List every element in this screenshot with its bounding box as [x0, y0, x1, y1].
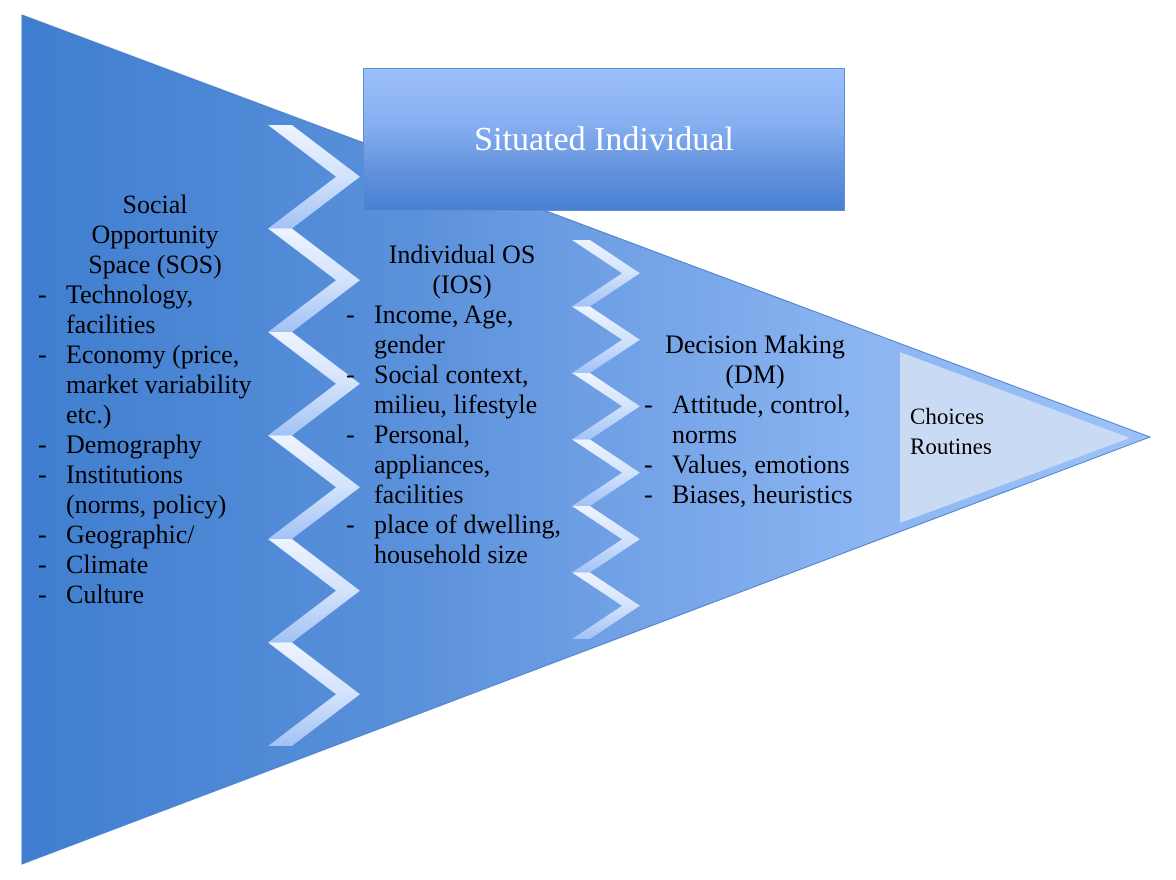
sos-heading-line: Social	[122, 190, 188, 219]
chevron-shape	[572, 506, 640, 573]
sos-heading: Social Opportunity Space (SOS)	[24, 190, 286, 280]
chevron-shape	[572, 240, 640, 307]
sos-item-geographic: Geographic/	[24, 520, 294, 550]
ios-item-personal: Personal,appliances,facilities	[332, 420, 592, 510]
dm-heading-line: (DM)	[725, 360, 785, 389]
dm-heading: Decision Making (DM)	[630, 330, 880, 390]
chevron-shape	[268, 228, 360, 332]
ios-item-income: Income, Age,gender	[332, 300, 592, 360]
dm-item-biases: Biases, heuristics	[630, 480, 900, 510]
ios-heading-line: Individual OS	[388, 240, 536, 269]
sos-column: Social Opportunity Space (SOS) Technolog…	[24, 190, 294, 610]
outcome-text: Choices Routines	[910, 402, 992, 462]
situated-individual-label: Situated Individual	[474, 120, 734, 158]
sos-item-culture: Culture	[24, 580, 294, 610]
sos-heading-line: Space (SOS)	[88, 250, 222, 279]
outcome-triangle	[900, 352, 1130, 523]
sos-item-institutions: Institutions(norms, policy)	[24, 460, 294, 520]
outcome-choices: Choices	[910, 404, 985, 429]
chevron-shape	[268, 642, 360, 746]
chevron-shape	[268, 539, 360, 643]
zigzag-divider-ios-dm	[572, 240, 640, 639]
ios-list: Income, Age,gender Social context,milieu…	[332, 300, 592, 570]
ios-item-dwelling: place of dwelling,household size	[332, 510, 592, 570]
dm-list: Attitude, control,norms Values, emotions…	[630, 390, 900, 510]
chevron-shape	[268, 125, 360, 229]
sos-heading-line: Opportunity	[91, 220, 219, 249]
ios-heading: Individual OS (IOS)	[332, 240, 592, 300]
chevron-shape	[572, 439, 640, 506]
ios-heading-line: (IOS)	[432, 270, 492, 299]
sos-item-climate: Climate	[24, 550, 294, 580]
ios-column: Individual OS (IOS) Income, Age,gender S…	[332, 240, 592, 570]
chevron-shape	[572, 306, 640, 373]
dm-column: Decision Making (DM) Attitude, control,n…	[630, 330, 900, 510]
situated-individual-box: Situated Individual	[363, 68, 845, 211]
outcome-routines: Routines	[910, 434, 992, 459]
dm-item-values: Values, emotions	[630, 450, 900, 480]
sos-item-technology: Technology,facilities	[24, 280, 294, 340]
sos-item-demography: Demography	[24, 430, 294, 460]
dm-heading-line: Decision Making	[665, 330, 845, 359]
chevron-shape	[572, 373, 640, 440]
zigzag-divider-sos-ios	[268, 125, 360, 746]
sos-list: Technology,facilities Economy (price,mar…	[24, 280, 294, 610]
chevron-shape	[572, 572, 640, 639]
ios-item-social-context: Social context,milieu, lifestyle	[332, 360, 592, 420]
dm-item-attitude: Attitude, control,norms	[630, 390, 900, 450]
